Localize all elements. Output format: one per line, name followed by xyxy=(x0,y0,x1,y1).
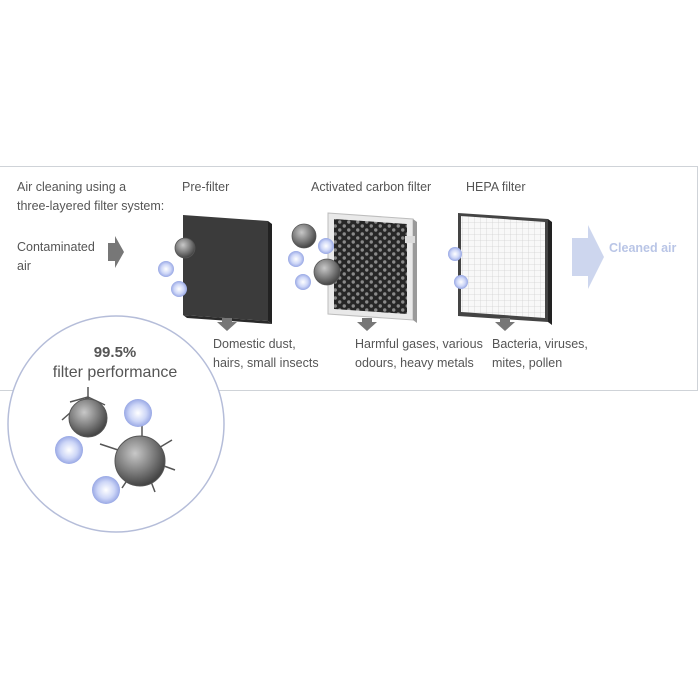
particle-icons xyxy=(158,223,468,297)
intro-line2: three-layered filter system: xyxy=(17,199,165,213)
cleaned-air-arrow-icon xyxy=(572,225,604,289)
filter-name-carbon: Activated carbon filter xyxy=(311,180,432,194)
input-arrow-icon xyxy=(108,236,124,268)
filter-name-pre: Pre-filter xyxy=(182,180,230,194)
intro-line1: Air cleaning using a xyxy=(17,180,127,194)
filter-name-hepa: HEPA filter xyxy=(466,180,526,194)
magnified-particles xyxy=(55,387,176,504)
performance-value: 99.5% xyxy=(93,344,137,361)
filter-desc-pre-1: Domestic dust, xyxy=(213,337,296,351)
input-line1: Contaminated xyxy=(17,240,95,254)
cleaned-air-label: Cleaned air xyxy=(609,241,677,255)
filter-desc-carbon-1: Harmful gases, various xyxy=(355,337,483,351)
filter-desc-carbon-2: odours, heavy metals xyxy=(355,356,474,370)
filter-desc-hepa-1: Bacteria, viruses, xyxy=(492,337,588,351)
filter-desc-pre-2: hairs, small insects xyxy=(213,356,319,370)
carbon-filter-image xyxy=(327,212,417,323)
down-arrow-icon xyxy=(217,318,515,331)
filter-desc-hepa-2: mites, pollen xyxy=(492,356,563,370)
performance-label: filter performance xyxy=(52,364,178,381)
input-line2: air xyxy=(17,259,31,273)
pre-filter-image xyxy=(183,215,272,324)
magnified-view xyxy=(7,315,225,533)
hepa-filter-image xyxy=(458,213,552,325)
